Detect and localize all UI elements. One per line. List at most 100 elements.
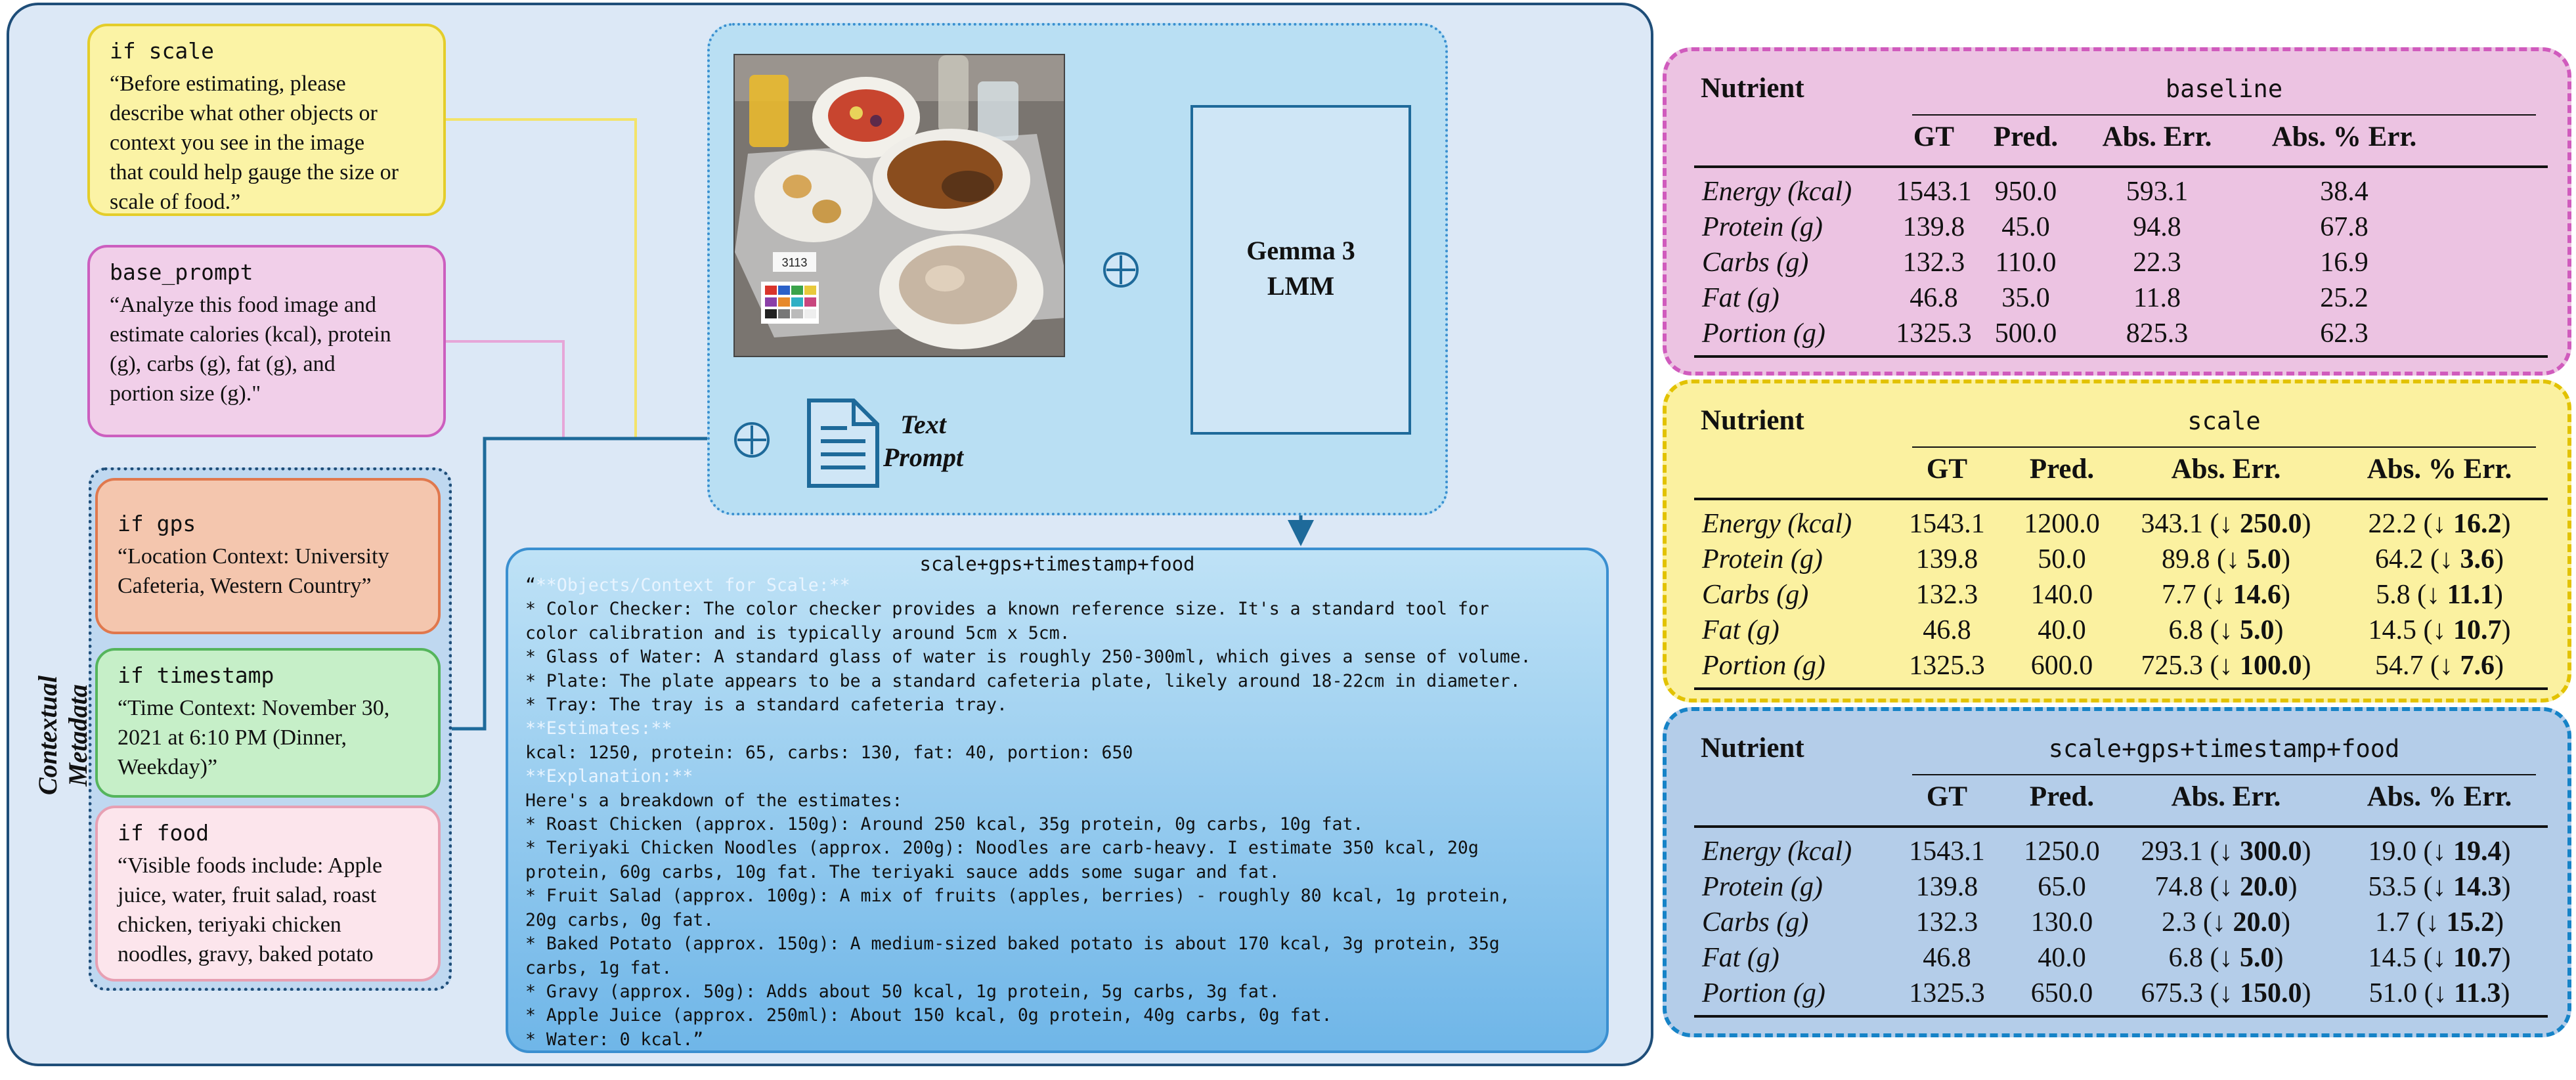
gps-prompt-line: Cafeteria, Western Country” xyxy=(118,574,372,598)
pred-cell: 110.0 xyxy=(1995,248,2057,278)
abs-pct-err-cell: 54.7 (↓ 7.6) xyxy=(2375,651,2504,681)
row-label: Fat (g) xyxy=(1702,283,1779,313)
nutrient-header: Nutrient xyxy=(1701,733,1804,764)
improvement-value: 5.0 xyxy=(2240,943,2275,973)
output-line: * Water: 0 kcal.” xyxy=(525,1029,704,1050)
abs-pct-err-cell: 38.4 xyxy=(2320,177,2369,207)
abs-pct-err-cell: 1.7 (↓ 15.2) xyxy=(2375,907,2504,938)
output-section-heading: **Explanation:** xyxy=(525,766,693,787)
gt-cell: 139.8 xyxy=(1915,544,1978,574)
improvement-value: 5.0 xyxy=(2246,544,2282,574)
pred-cell: 40.0 xyxy=(2038,943,2086,973)
pred-cell: 950.0 xyxy=(1994,177,2057,207)
row-label: Energy (kcal) xyxy=(1702,177,1852,207)
gt-cell: 46.8 xyxy=(1923,943,1971,973)
food-prompt-card: if food “Visible foods include: Apple ju… xyxy=(95,806,441,982)
column-header-gt: GT xyxy=(1913,121,1955,152)
column-header-abs-pct-err: Abs. % Err. xyxy=(2271,121,2417,152)
text-prompt-label-line: Text xyxy=(900,410,946,439)
row-label: Protein (g) xyxy=(1702,872,1823,902)
gps-prompt-title: if gps xyxy=(118,511,196,536)
text-prompt-label: Text Prompt xyxy=(864,408,982,474)
timestamp-prompt-line: “Time Context: November 30, xyxy=(118,696,390,720)
pred-cell: 600.0 xyxy=(2030,651,2093,681)
output-line: * Gravy (approx. 50g): Adds about 50 kca… xyxy=(525,981,1280,1002)
abs-err-cell: 675.3 (↓ 150.0) xyxy=(2141,978,2311,1008)
row-label: Energy (kcal) xyxy=(1702,509,1852,539)
column-header-gt: GT xyxy=(1926,781,1968,812)
row-label: Carbs (g) xyxy=(1702,248,1809,278)
concat-plus-icon-top xyxy=(1103,252,1139,288)
abs-err-cell: 343.1 (↓ 250.0) xyxy=(2141,509,2311,539)
output-line: 20g carbs, 0g fat. xyxy=(525,909,714,930)
output-line: * Fruit Salad (approx. 100g): A mix of f… xyxy=(525,886,1510,907)
base-prompt-line: (g), carbs (g), fat (g), and xyxy=(110,352,336,376)
scale-prompt-line: context you see in the image xyxy=(110,131,365,155)
abs-err-cell: 6.8 (↓ 5.0) xyxy=(2168,615,2284,645)
gt-cell: 46.8 xyxy=(1923,615,1971,645)
gt-cell: 1543.1 xyxy=(1909,836,1985,867)
row-label: Portion (g) xyxy=(1702,651,1825,681)
output-line: **Estimates:** xyxy=(525,717,1602,741)
food-prompt-line: juice, water, fruit salad, roast xyxy=(118,883,377,907)
base-prompt-line: estimate calories (kcal), protein xyxy=(110,322,391,347)
timestamp-prompt-line: 2021 at 6:10 PM (Dinner, xyxy=(118,725,347,750)
food-prompt-line: noodles, gravy, baked potato xyxy=(118,942,374,966)
pred-cell: 45.0 xyxy=(2001,212,2050,242)
abs-err-cell: 89.8 (↓ 5.0) xyxy=(2162,544,2290,574)
scale-prompt-title: if scale xyxy=(110,38,214,64)
improvement-value: 7.6 xyxy=(2460,651,2495,681)
output-line: carbs, 1g fat. xyxy=(525,957,672,978)
food-tray-illustration: 3113 xyxy=(735,55,1064,356)
pred-cell: 1250.0 xyxy=(2024,836,2100,867)
pred-cell: 65.0 xyxy=(2038,872,2086,902)
pred-cell: 650.0 xyxy=(2030,978,2093,1008)
abs-err-cell: 22.3 xyxy=(2133,248,2181,278)
output-line: **Explanation:** xyxy=(525,765,1602,788)
header-bottom-rule xyxy=(1694,498,2548,500)
model-output-panel xyxy=(506,548,1609,1053)
gt-cell: 132.3 xyxy=(1902,248,1965,278)
table-bottom-rule xyxy=(1694,1015,2548,1018)
abs-err-cell: 6.8 (↓ 5.0) xyxy=(2168,943,2284,973)
pred-cell: 500.0 xyxy=(1994,318,2057,349)
output-line: * Apple Juice (approx. 250ml): About 150… xyxy=(525,1005,1332,1026)
nutrient-header: Nutrient xyxy=(1701,73,1804,104)
timestamp-prompt-title: if timestamp xyxy=(118,662,274,688)
output-line: protein, 60g carbs, 10g fat. The teriyak… xyxy=(525,861,1280,882)
gt-cell: 139.8 xyxy=(1915,872,1978,902)
scale-prompt-line: describe what other objects or xyxy=(110,101,378,125)
model-output-text: “**Objects/Context for Scale:*** Color C… xyxy=(525,574,1602,1052)
model-name: Gemma 3 xyxy=(1246,236,1355,265)
base-prompt-line: “Analyze this food image and xyxy=(110,293,376,317)
abs-pct-err-cell: 53.5 (↓ 14.3) xyxy=(2368,872,2511,902)
gemma-model-box xyxy=(1190,105,1411,435)
metadata-connector xyxy=(452,437,741,731)
abs-pct-err-cell: 51.0 (↓ 11.3) xyxy=(2369,978,2510,1008)
food-prompt-title: if food xyxy=(118,820,209,846)
abs-pct-err-cell: 5.8 (↓ 11.1) xyxy=(2376,580,2503,610)
abs-pct-err-cell: 67.8 xyxy=(2320,212,2369,242)
improvement-value: 14.6 xyxy=(2233,580,2282,610)
output-condition-title: scale+gps+timestamp+food xyxy=(919,553,1195,575)
abs-err-cell: 825.3 xyxy=(2126,318,2189,349)
output-section-heading: **Objects/Context for Scale:** xyxy=(535,575,850,595)
timestamp-prompt-line: Weekday)” xyxy=(118,755,218,779)
abs-err-cell: 74.8 (↓ 20.0) xyxy=(2154,872,2298,902)
improvement-value: 14.3 xyxy=(2453,872,2502,902)
scale-prompt-line: scale of food.” xyxy=(110,190,241,214)
abs-pct-err-cell: 22.2 (↓ 16.2) xyxy=(2368,509,2511,539)
improvement-value: 150.0 xyxy=(2240,978,2302,1008)
food-prompt-line: “Visible foods include: Apple xyxy=(118,853,383,878)
pred-cell: 35.0 xyxy=(2001,283,2050,313)
condition-header: scale xyxy=(2187,407,2261,435)
abs-err-cell: 593.1 xyxy=(2126,177,2189,207)
food-prompt-line: chicken, teriyaki chicken xyxy=(118,913,341,937)
output-line: * Color Checker: The color checker provi… xyxy=(525,599,1489,620)
